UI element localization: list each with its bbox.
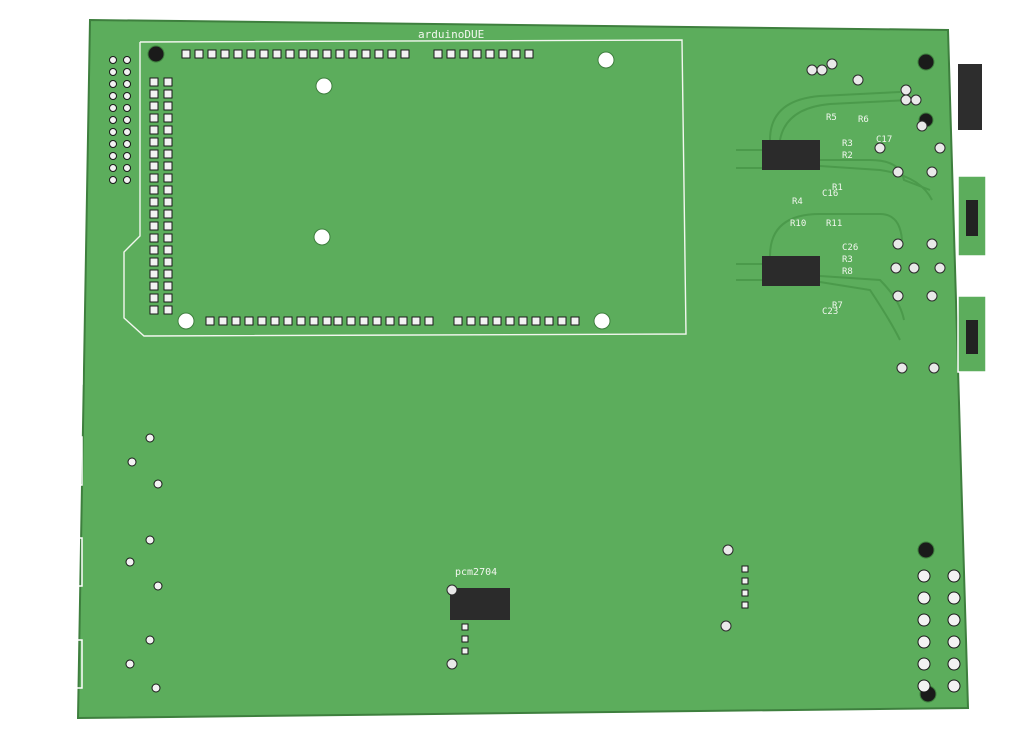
usb-hub-ic-lower (762, 256, 820, 286)
left-jacks (53, 335, 83, 689)
label-r3b: R3 (842, 255, 853, 265)
board-title: arduinoDUE (418, 28, 484, 41)
label-r7: R7 (832, 301, 843, 311)
mounting-holes (147, 45, 937, 703)
label-r6: R6 (858, 115, 869, 125)
label-c23: C23 (822, 307, 838, 317)
label-r4: R4 (792, 197, 803, 207)
label-r2: R2 (842, 151, 853, 161)
header-pins (109, 49, 961, 693)
label-r1: R1 (832, 183, 843, 193)
pcm2704-label: pcm2704 (455, 567, 497, 578)
designator-labels: R5 R3 R2 R1 R4 R6 C17 C16 R10 R11 C26 R3… (790, 113, 892, 317)
label-r8: R8 (842, 267, 853, 277)
label-c17: C17 (876, 135, 892, 145)
label-r5: R5 (826, 113, 837, 123)
label-r11: R11 (826, 219, 842, 229)
label-c16: C16 (822, 189, 838, 199)
board-substrate (76, 18, 970, 720)
label-r10: R10 (790, 219, 806, 229)
arduino-outline (123, 39, 687, 337)
vias (446, 58, 946, 670)
right-connectors (957, 64, 987, 373)
usb-hub-ic-upper (762, 140, 820, 170)
label-c26: C26 (842, 243, 858, 253)
pcm2704-ic: pcm2704 (450, 567, 510, 620)
label-r3a: R3 (842, 139, 853, 149)
copper-traces (736, 91, 933, 341)
